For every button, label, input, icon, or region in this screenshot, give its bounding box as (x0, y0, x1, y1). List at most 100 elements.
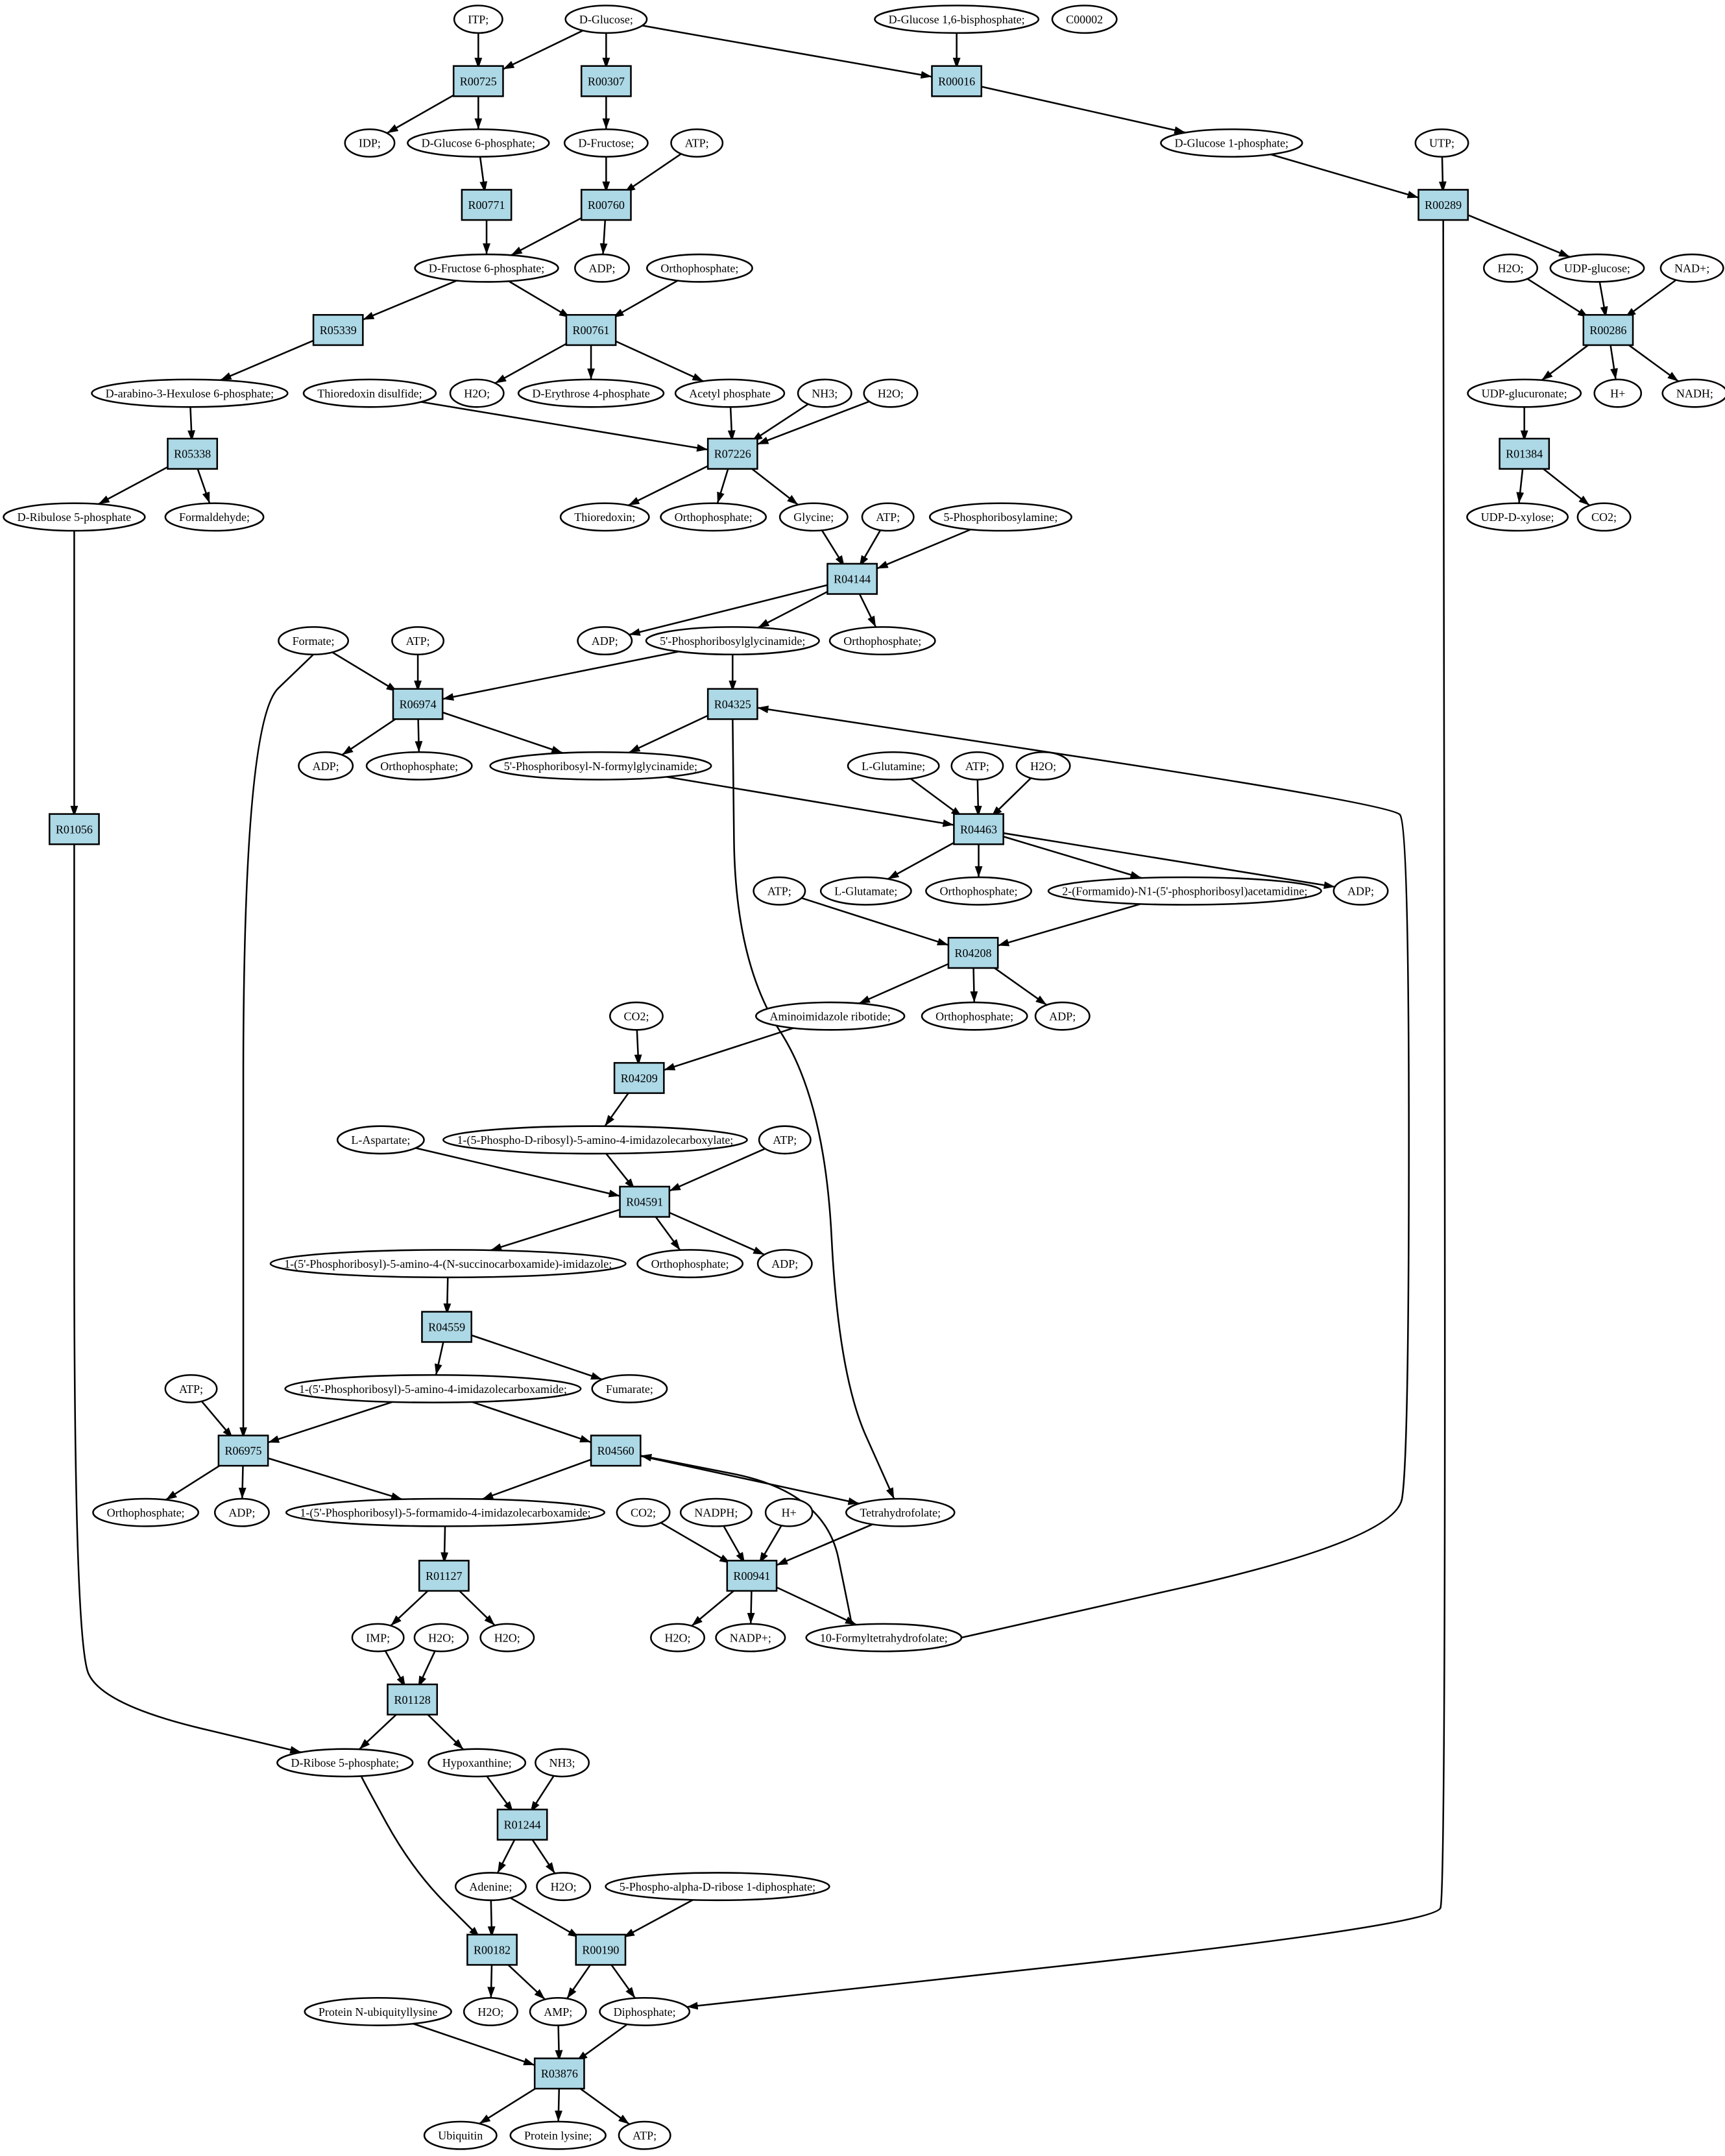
compound-node-adp6[interactable]: ADP; (756, 1249, 813, 1279)
reaction-node-r06974[interactable]: R06974 (392, 688, 444, 720)
compound-node-h2o-i[interactable]: H2O; (463, 1997, 518, 2026)
compound-node-hypox[interactable]: Hypoxanthine; (428, 1748, 527, 1778)
compound-node-adp5[interactable]: ADP; (1034, 1001, 1091, 1031)
reaction-node-r04209[interactable]: R04209 (613, 1061, 665, 1095)
compound-node-udpglcua[interactable]: UDP-glucuronate; (1467, 378, 1582, 408)
compound-node-nadp[interactable]: NAD+; (1659, 253, 1724, 283)
reaction-node-r00941[interactable]: R00941 (726, 1560, 778, 1592)
compound-node-h2o-g[interactable]: H2O; (650, 1623, 705, 1653)
reaction-node-r00286[interactable]: R00286 (1582, 314, 1634, 346)
reaction-node-r03876[interactable]: R03876 (533, 2057, 585, 2090)
compound-node-dg16bp[interactable]: D-Glucose 1,6-bisphosphate; (874, 5, 1040, 34)
compound-node-ppi[interactable]: Diphosphate; (599, 1997, 691, 2026)
compound-node-amp[interactable]: AMP; (529, 1997, 587, 2026)
reaction-node-r01244[interactable]: R01244 (496, 1808, 548, 1841)
compound-node-lgln[interactable]: L-Glutamine; (847, 751, 940, 781)
compound-node-adenine[interactable]: Adenine; (454, 1872, 527, 1902)
compound-node-fgar[interactable]: 5'-Phosphoribosyl-N-formylglycinamide; (489, 751, 712, 781)
reaction-node-r04208[interactable]: R04208 (947, 937, 999, 969)
compound-node-nadph[interactable]: NADPH; (679, 1497, 753, 1527)
compound-node-air[interactable]: Aminoimidazole ribotide; (755, 1001, 906, 1031)
reaction-node-r00725[interactable]: R00725 (452, 65, 504, 97)
compound-node-h2o-f[interactable]: H2O; (479, 1623, 535, 1653)
reaction-node-r00307[interactable]: R00307 (580, 65, 632, 97)
compound-node-cair[interactable]: 1-(5-Phospho-D-ribosyl)-5-amino-4-imidaz… (442, 1125, 748, 1155)
reaction-node-r00761[interactable]: R00761 (565, 314, 617, 346)
compound-node-glycine[interactable]: Glycine; (778, 502, 849, 532)
reaction-node-r01056[interactable]: R01056 (49, 813, 100, 845)
compound-node-h2o-a[interactable]: H2O; (1483, 253, 1538, 283)
compound-node-nh3-1[interactable]: NH3; (797, 378, 852, 408)
compound-node-fgam[interactable]: 2-(Formamido)-N1-(5'-phosphoribosyl)acet… (1047, 876, 1322, 906)
compound-node-atp8[interactable]: ATP; (618, 2120, 671, 2150)
compound-node-atp6[interactable]: ATP; (758, 1125, 812, 1155)
reaction-node-r00016[interactable]: R00016 (931, 65, 983, 97)
compound-node-itp1[interactable]: ITP; (453, 5, 503, 34)
compound-node-nadpplus[interactable]: NADP+; (715, 1623, 786, 1653)
compound-node-orth7[interactable]: Orthophosphate; (636, 1249, 744, 1279)
compound-node-hplus1[interactable]: H+ (1593, 378, 1643, 408)
compound-node-faicar[interactable]: 1-(5'-Phosphoribosyl)-5-formamido-4-imid… (285, 1497, 605, 1527)
compound-node-co2-3[interactable]: CO2; (616, 1497, 671, 1527)
compound-node-ubiquitin[interactable]: Ubiquitin (423, 2120, 498, 2150)
compound-node-thdis[interactable]: Thioredoxin disulfide; (302, 378, 437, 408)
reaction-node-r00771[interactable]: R00771 (461, 189, 513, 221)
compound-node-plys[interactable]: Protein lysine; (509, 2120, 607, 2150)
compound-node-fthf[interactable]: 10-Formyltetrahydrofolate; (805, 1623, 963, 1653)
compound-node-atp2[interactable]: ATP; (861, 502, 915, 532)
compound-node-h2o-e[interactable]: H2O; (413, 1623, 469, 1653)
compound-node-thred[interactable]: Thioredoxin; (559, 502, 650, 532)
compound-node-idp[interactable]: IDP; (344, 128, 396, 158)
compound-node-formate[interactable]: Formate; (278, 626, 350, 656)
compound-node-prpa[interactable]: 5-Phosphoribosylamine; (928, 502, 1072, 532)
reaction-node-r04559[interactable]: R04559 (421, 1311, 472, 1343)
compound-node-fumarate[interactable]: Fumarate; (591, 1374, 668, 1403)
compound-node-dah6p[interactable]: D-arabino-3-Hexulose 6-phosphate; (91, 378, 289, 408)
compound-node-atp5[interactable]: ATP; (753, 876, 806, 906)
compound-node-nh3-2[interactable]: NH3; (535, 1748, 590, 1778)
compound-node-formald[interactable]: Formaldehyde; (164, 502, 265, 532)
compound-node-de4p[interactable]: D-Erythrose 4-phosphate (517, 378, 665, 408)
compound-node-utp[interactable]: UTP; (1414, 128, 1469, 158)
compound-node-adp7[interactable]: ADP; (213, 1497, 270, 1527)
compound-node-pnub[interactable]: Protein N-ubiquityllysine (304, 1997, 452, 2026)
compound-node-atp1[interactable]: ATP; (670, 128, 724, 158)
compound-node-h2o-d[interactable]: H2O; (1015, 751, 1071, 781)
compound-node-dglucose[interactable]: D-Glucose; (564, 5, 648, 34)
reaction-node-r00182[interactable]: R00182 (466, 1933, 518, 1966)
compound-node-dfructose[interactable]: D-Fructose; (563, 128, 649, 158)
compound-node-atp7[interactable]: ATP; (164, 1374, 218, 1403)
compound-node-co2-2[interactable]: CO2; (609, 1001, 664, 1031)
compound-node-dg1p[interactable]: D-Glucose 1-phosphate; (1160, 128, 1303, 158)
reaction-node-r06975[interactable]: R06975 (217, 1435, 269, 1467)
reaction-node-r04144[interactable]: R04144 (826, 563, 878, 595)
compound-node-gar[interactable]: 5'-Phosphoribosylglycinamide; (645, 626, 820, 656)
compound-node-orth8[interactable]: Orthophosphate; (92, 1497, 200, 1527)
compound-node-dru5p[interactable]: D-Ribulose 5-phosphate (3, 502, 146, 532)
compound-node-orth5[interactable]: Orthophosphate; (925, 876, 1032, 906)
compound-node-orth4[interactable]: Orthophosphate; (365, 751, 473, 781)
reaction-node-r04463[interactable]: R04463 (953, 813, 1004, 845)
compound-node-orth3[interactable]: Orthophosphate; (828, 626, 936, 656)
reaction-node-r07226[interactable]: R07226 (706, 437, 758, 470)
compound-node-udpxyl[interactable]: UDP-D-xylose; (1466, 502, 1569, 532)
compound-node-h2o-c[interactable]: H2O; (863, 378, 919, 408)
compound-node-udpglc[interactable]: UDP-glucose; (1549, 253, 1645, 283)
compound-node-adp2[interactable]: ADP; (577, 626, 633, 656)
reaction-node-r01127[interactable]: R01127 (418, 1560, 470, 1592)
compound-node-dr5p[interactable]: D-Ribose 5-phosphate; (276, 1748, 414, 1778)
reaction-node-r01128[interactable]: R01128 (387, 1683, 439, 1715)
compound-node-orth2[interactable]: Orthophosphate; (660, 502, 767, 532)
compound-node-adp1[interactable]: ADP; (574, 253, 630, 283)
reaction-node-r00190[interactable]: R00190 (575, 1933, 627, 1966)
reaction-node-r04560[interactable]: R04560 (590, 1435, 642, 1467)
reaction-node-r01384[interactable]: R01384 (1499, 437, 1550, 470)
compound-node-co2-1[interactable]: CO2; (1576, 502, 1632, 532)
reaction-node-r00760[interactable]: R00760 (580, 189, 632, 221)
compound-node-hplus2[interactable]: H+ (764, 1497, 814, 1527)
compound-node-c00002[interactable]: C00002 (1051, 5, 1118, 34)
compound-node-saicar[interactable]: 1-(5'-Phosphoribosyl)-5-amino-4-(N-succi… (269, 1249, 627, 1279)
reaction-node-r04325[interactable]: R04325 (706, 688, 758, 720)
compound-node-h2o-h[interactable]: H2O; (536, 1872, 592, 1902)
reaction-node-r05339[interactable]: R05339 (312, 314, 364, 346)
